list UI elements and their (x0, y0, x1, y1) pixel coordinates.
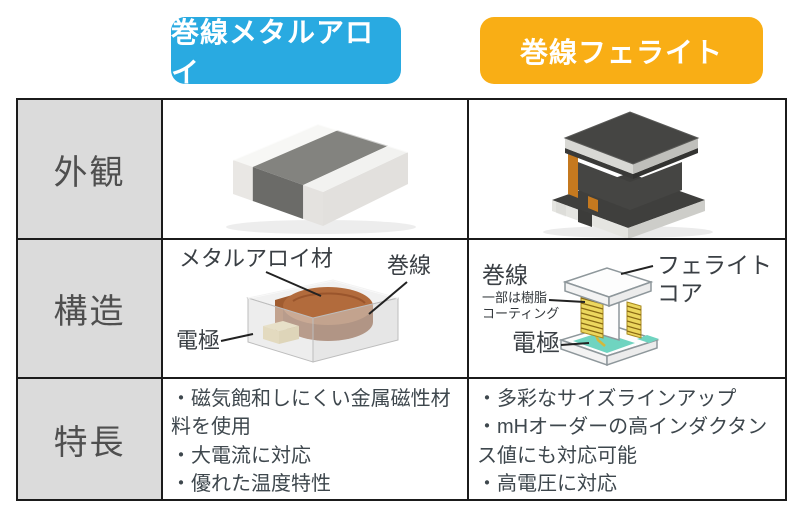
ferrite-core-label-line2: コア (657, 280, 703, 306)
ferrite-chip-illustration (543, 111, 713, 238)
metal-alloy-feature-line: 料を使用 (171, 416, 251, 439)
metal-alloy-structure-illustration (220, 271, 408, 363)
row-header-structure: 構造 (18, 240, 163, 379)
ferrite-electrode-label: 電極 (512, 330, 560, 357)
row-header-features: 特長 (18, 379, 163, 499)
ferrite-coating-note-line2: コーティング (482, 306, 560, 321)
ferrite-structure-illustration (548, 265, 660, 367)
structure-ferrite-cell: 巻線 一部は樹脂 コーティング フェライト コア 電極 (469, 240, 785, 379)
metal-alloy-material-label: メタルアロイ材 (179, 246, 334, 271)
structure-metal-alloy-cell: メタルアロイ材 巻線 電極 (163, 240, 469, 379)
ferrite-feature-line: ・高電圧に対応 (477, 473, 617, 496)
ferrite-coating-note-line1: 一部は樹脂 (482, 290, 548, 305)
ferrite-feature-line: ・mHオーダーの高インダクタン (477, 416, 768, 439)
metal-alloy-feature-line: ・優れた温度特性 (171, 473, 331, 496)
ferrite-header-badge: 巻線フェライト (480, 17, 763, 84)
metal-alloy-electrode-label: 電極 (176, 328, 221, 353)
ferrite-winding-label: 巻線 (482, 262, 528, 288)
metal-alloy-feature-line: ・大電流に対応 (171, 444, 311, 467)
features-ferrite-cell: ・多彩なサイズラインアップ ・mHオーダーの高インダクタン ス値にも対応可能 ・… (469, 379, 785, 499)
metal-alloy-chip-illustration (226, 122, 416, 234)
appearance-ferrite-cell (469, 100, 785, 240)
metal-alloy-header-badge: 巻線メタルアロイ (171, 17, 401, 88)
comparison-table: 外観 (16, 98, 787, 501)
metal-alloy-winding-label: 巻線 (387, 253, 432, 278)
ferrite-core-label-line1: フェライト (657, 252, 772, 278)
metal-alloy-feature-line: ・磁気飽和しにくい金属磁性材 (171, 388, 451, 410)
features-metal-alloy-cell: ・磁気飽和しにくい金属磁性材 料を使用 ・大電流に対応 ・優れた温度特性 (163, 379, 469, 499)
ferrite-feature-line: ス値にも対応可能 (477, 444, 637, 467)
appearance-metal-alloy-cell (163, 100, 469, 240)
row-header-appearance: 外観 (18, 100, 163, 240)
ferrite-feature-line: ・多彩なサイズラインアップ (477, 388, 737, 410)
